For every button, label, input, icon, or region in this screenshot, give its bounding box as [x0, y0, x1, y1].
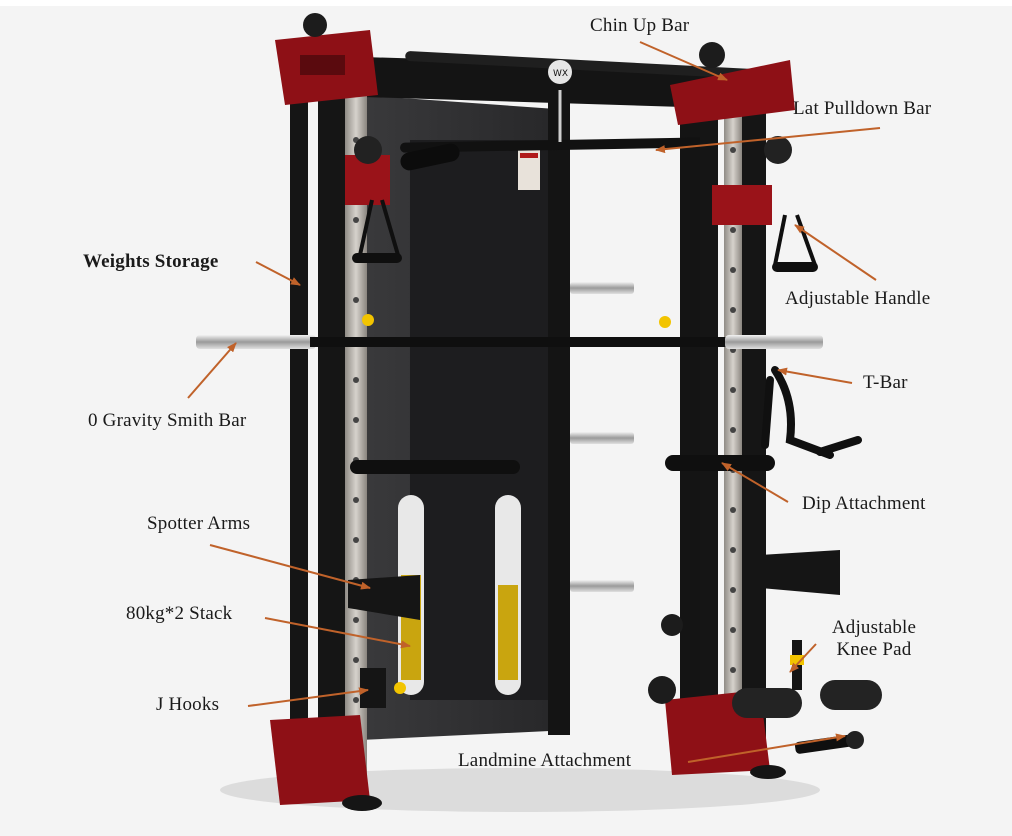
adjustable-handle — [772, 214, 818, 272]
label-knee-pad-line2: Knee Pad — [836, 638, 912, 660]
right-weight-stack — [498, 585, 518, 680]
label-adjustable-knee-pad: Adjustable Knee Pad — [818, 617, 930, 661]
callout-arrows — [187, 41, 881, 763]
rear-post-left — [548, 95, 570, 735]
arrow-chin-up-bar — [639, 41, 728, 81]
warning-sticker — [518, 150, 540, 190]
svg-text:WX: WX — [553, 69, 568, 79]
label-t-bar: T-Bar — [863, 372, 908, 393]
lat-pulldown-bar — [400, 90, 710, 171]
label-spotter-arms: Spotter Arms — [147, 513, 251, 534]
label-landmine-attachment: Landmine Attachment — [458, 750, 632, 771]
arrow-dip-attachment — [721, 462, 789, 503]
arrow-weights-storage — [255, 261, 301, 286]
label-smith-bar: 0 Gravity Smith Bar — [88, 410, 247, 431]
label-chin-up-bar: Chin Up Bar — [590, 15, 690, 36]
weight-guide-panel — [410, 140, 550, 700]
label-weights-storage: Weights Storage — [83, 251, 219, 272]
weight-storage-horns — [570, 282, 634, 592]
right-tower — [665, 60, 795, 779]
label-dip-attachment: Dip Attachment — [802, 493, 926, 514]
arrow-smith-bar — [187, 342, 237, 399]
smith-bar — [196, 314, 823, 349]
arrow-stack — [264, 617, 411, 649]
label-lat-pulldown-bar: Lat Pulldown Bar — [793, 98, 932, 119]
arrow-j-hooks — [247, 687, 369, 707]
label-stack: 80kg*2 Stack — [126, 603, 233, 624]
top-border — [0, 0, 1012, 6]
arrow-spotter-arms — [209, 544, 371, 590]
arrow-t-bar — [777, 367, 853, 384]
dip-attachment — [350, 455, 775, 474]
arrow-landmine — [687, 733, 846, 763]
j-hook — [360, 668, 386, 708]
left-tower — [270, 30, 390, 811]
arrow-lat-pulldown-bar — [655, 127, 881, 154]
arrow-knee-pad — [789, 643, 817, 673]
label-adjustable-handle: Adjustable Handle — [785, 288, 931, 309]
label-knee-pad-line1: Adjustable — [831, 617, 917, 638]
left-handle — [352, 199, 402, 263]
chin-up-bar — [405, 51, 755, 79]
rear-post-right — [680, 100, 702, 720]
t-bar — [761, 366, 862, 459]
label-j-hooks: J Hooks — [156, 694, 220, 715]
arrow-adjustable-handle — [794, 224, 877, 281]
